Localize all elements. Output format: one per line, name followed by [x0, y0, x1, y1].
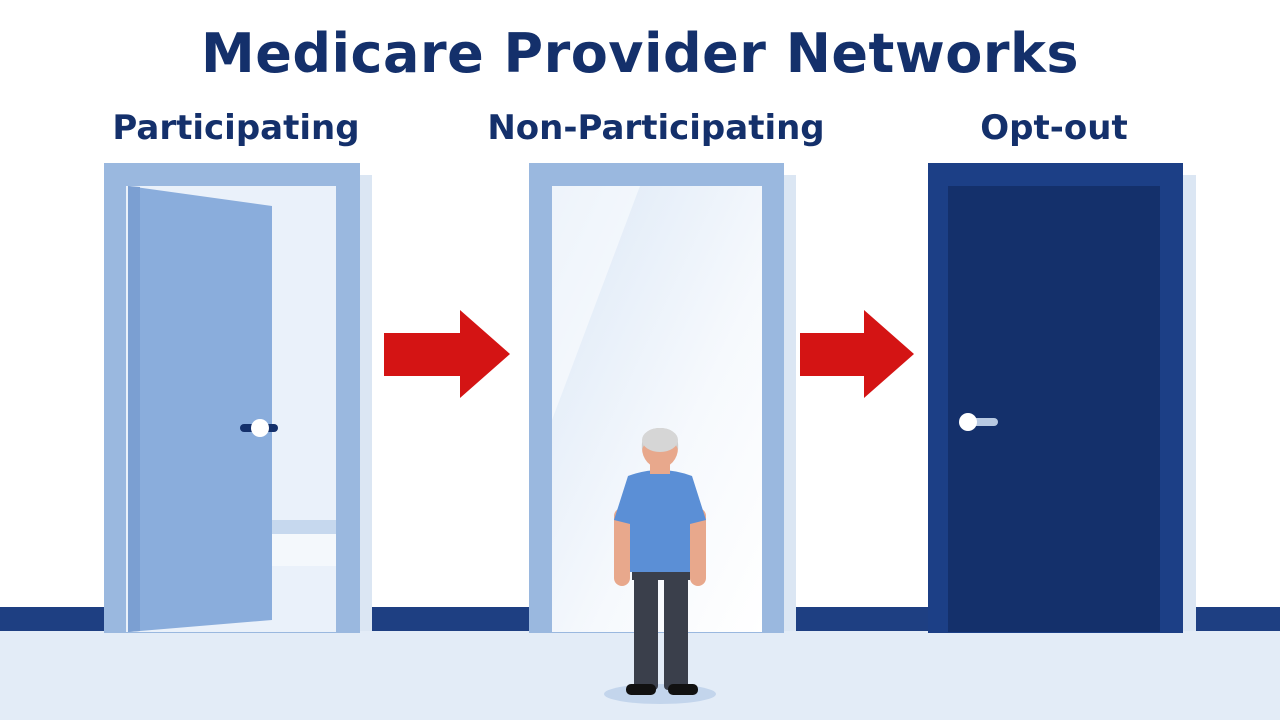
- arrow-right-icon: [384, 310, 510, 398]
- door-participating[interactable]: [104, 163, 372, 633]
- door-handle-icon: [959, 413, 998, 431]
- page-title: Medicare Provider Networks: [200, 22, 1080, 85]
- label-participating: Participating: [112, 108, 360, 148]
- label-non-participating: Non-Participating: [487, 108, 825, 148]
- arrow-right-icon: [800, 310, 914, 398]
- door-handle-icon: [240, 419, 278, 437]
- elderly-person-figure: [604, 428, 716, 704]
- label-opt-out: Opt-out: [980, 108, 1128, 148]
- door-opt-out[interactable]: [928, 163, 1196, 633]
